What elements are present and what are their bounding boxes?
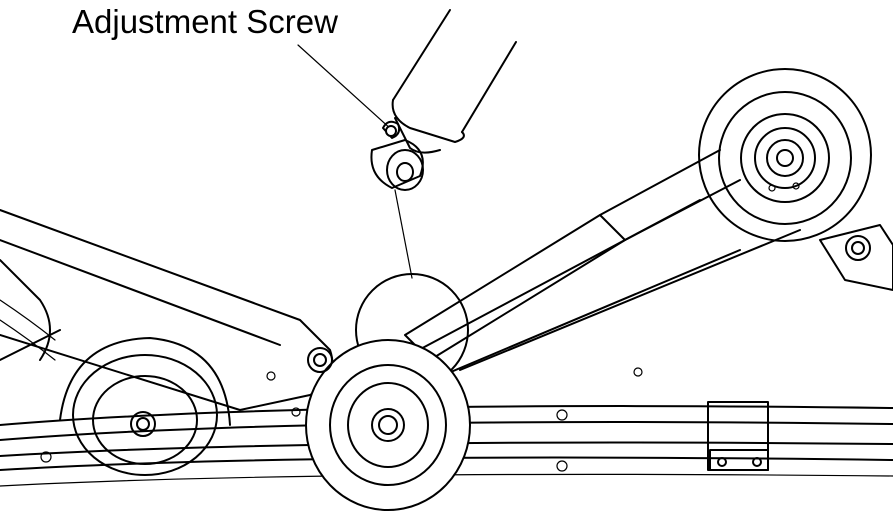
- shock-absorber-upper: [382, 9, 517, 154]
- frame-holes: [40, 367, 643, 472]
- pivot-nut: [307, 347, 333, 373]
- upper-right-arm: [399, 199, 801, 386]
- adjustment-screw-callout-label: Adjustment Screw: [72, 3, 338, 40]
- right-deck-bracket: [707, 401, 769, 471]
- main-drive-pulley: [305, 339, 471, 511]
- left-spring-assembly: [0, 259, 56, 361]
- left-idler-pulley: [59, 337, 231, 476]
- adjustment-screw: [385, 125, 397, 137]
- detail-leader-line: [394, 189, 413, 279]
- callout-leader-line: [297, 44, 393, 131]
- tension-bracket: [819, 224, 893, 291]
- shock-absorber-main: [404, 149, 741, 361]
- rod-end-eye: [370, 139, 424, 191]
- upper-right-pulley: [698, 68, 872, 242]
